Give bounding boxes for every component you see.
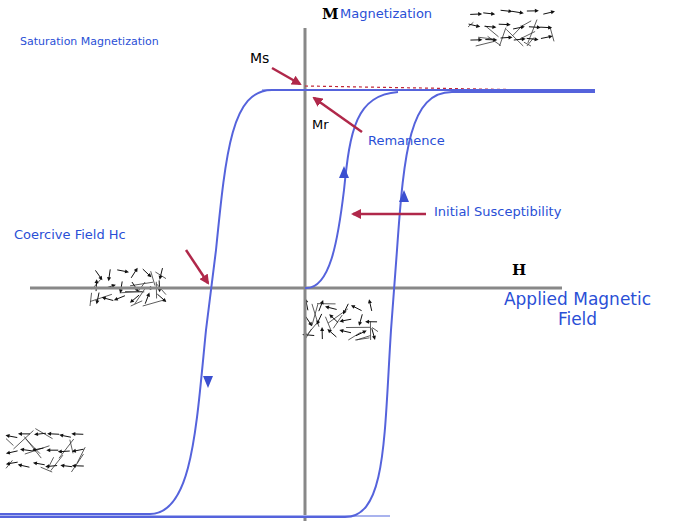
pointer-arrow	[272, 68, 300, 84]
pointer-arrow	[186, 250, 208, 283]
saturation-label: Saturation Magnetization	[20, 36, 159, 49]
direction-arrow	[203, 376, 213, 388]
pointer-arrow	[353, 213, 426, 216]
symbol-label: Mr	[312, 118, 329, 133]
symbol-label: Ms	[250, 50, 269, 66]
susceptibility-label: Initial Susceptibility	[434, 205, 561, 220]
coercive-label: Coercive Field Hc	[14, 228, 126, 243]
axis-letter: M	[322, 6, 339, 23]
domain-sketch	[468, 9, 555, 46]
initial-curve	[305, 92, 398, 288]
m-axis	[304, 28, 307, 521]
domain-sketch	[5, 429, 85, 472]
axis-title: Magnetization	[340, 7, 432, 22]
direction-arrow	[399, 190, 409, 202]
h-axis	[30, 287, 562, 290]
axis-title: Applied Magnetic Field	[495, 290, 660, 329]
remanence-label: Remanence	[368, 134, 445, 149]
domain-sketch	[302, 299, 378, 340]
direction-arrow	[339, 166, 349, 178]
axis-letter: H	[512, 262, 526, 279]
